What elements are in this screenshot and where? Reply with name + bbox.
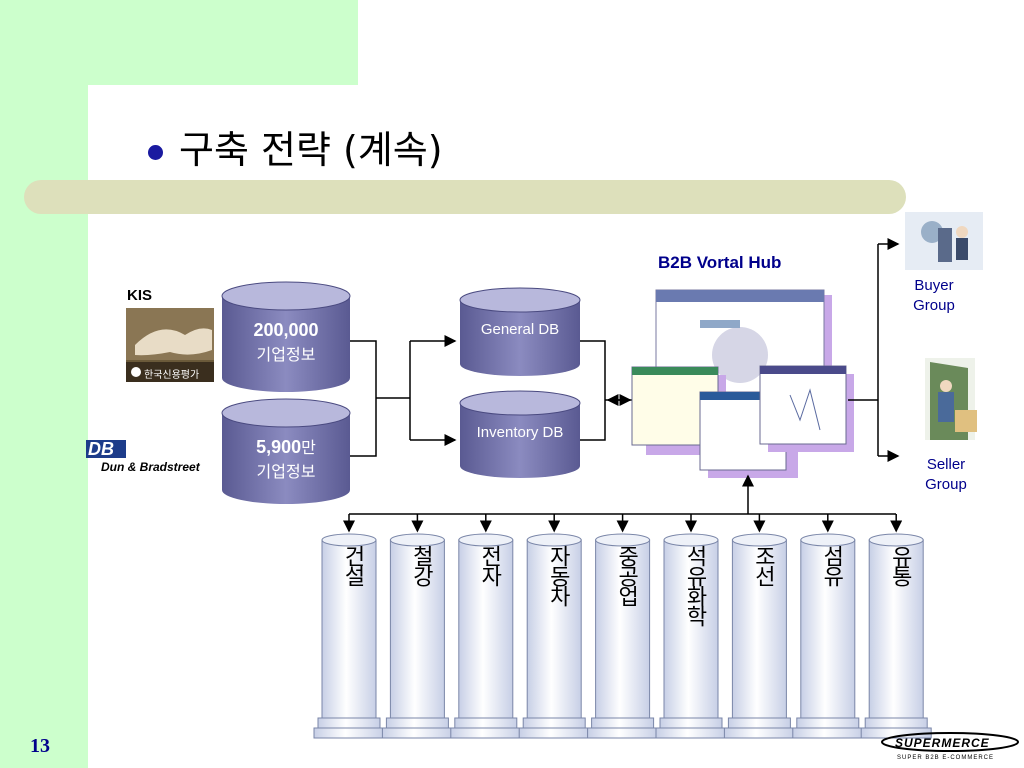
industry-column-plinth xyxy=(655,727,727,739)
dnb-label: Dun & Bradstreet xyxy=(101,460,200,474)
industry-column-shaft xyxy=(663,539,719,719)
industry-column xyxy=(450,533,522,739)
industry-label: 유통 xyxy=(887,545,913,585)
seller-group-icon xyxy=(925,358,977,440)
industry-label: 자동차 xyxy=(545,545,571,605)
industry-column-top xyxy=(800,533,856,547)
industry-column-top xyxy=(389,533,445,547)
dnb-cylinder-label: 5,900만 기업정보 xyxy=(222,434,350,482)
inventory-db-label: Inventory DB xyxy=(476,424,564,441)
group-connectors xyxy=(848,238,900,462)
dnb-unit: 만 xyxy=(301,438,316,457)
industry-column-plinth xyxy=(587,727,659,739)
industry-column-plinth xyxy=(723,727,795,739)
industry-column-base xyxy=(317,717,381,729)
industry-column-plinth xyxy=(381,727,453,739)
supermerce-tagline: SUPER B2B E-COMMERCE xyxy=(897,755,995,761)
industry-column-base xyxy=(591,717,655,729)
buyer-group-icon xyxy=(905,212,983,270)
hub-title: B2B Vortal Hub xyxy=(658,253,782,272)
general-db-label: General DB xyxy=(480,321,560,338)
industry-column-top xyxy=(526,533,582,547)
industry-column-shaft xyxy=(389,539,445,719)
industry-column-base xyxy=(727,717,791,729)
industry-column-top xyxy=(458,533,514,547)
industry-column-shaft xyxy=(526,539,582,719)
hub-to-industries xyxy=(349,474,896,515)
industry-column xyxy=(313,533,385,739)
hub-screenshots xyxy=(631,289,854,478)
industry-label: 전자 xyxy=(476,545,502,585)
dnb-desc: 기업정보 xyxy=(256,462,316,481)
industry-column-top xyxy=(663,533,719,547)
industry-column-top xyxy=(731,533,787,547)
green-sidebar xyxy=(0,0,88,768)
industry-column-base xyxy=(864,717,928,729)
industry-column-plinth xyxy=(450,727,522,739)
industry-column-plinth xyxy=(518,727,590,739)
industry-column-base xyxy=(385,717,449,729)
kis-logo xyxy=(126,308,214,382)
dnb-cylinder xyxy=(221,398,351,504)
slide-title-text: 구축 전략 (계속) xyxy=(179,128,443,172)
industry-label: 섬유 xyxy=(818,545,844,585)
industry-arrows xyxy=(343,514,903,533)
kis-cylinder-label: 200,000 기업정보 xyxy=(222,320,350,365)
industry-column xyxy=(655,533,727,739)
industry-column xyxy=(518,533,590,739)
buyer-group-label: Buyer Group xyxy=(913,277,955,314)
industry-label: 건설 xyxy=(340,545,365,585)
kis-cylinder xyxy=(221,281,351,392)
inventory-db-cylinder xyxy=(459,390,581,478)
dnb-count-line: 5,900만 xyxy=(222,434,350,458)
supermerce-logo xyxy=(881,732,1019,752)
industry-column-base xyxy=(796,717,860,729)
source-connectors xyxy=(350,335,457,457)
industry-column-shaft xyxy=(595,539,651,719)
industry-column-top xyxy=(868,533,924,547)
industry-column-shaft xyxy=(868,539,924,719)
dnb-count: 5,900 xyxy=(256,437,302,457)
kis-desc: 기업정보 xyxy=(256,345,316,364)
industry-column-shaft xyxy=(731,539,787,719)
bullet-icon xyxy=(148,145,163,160)
industry-column xyxy=(792,533,864,739)
industry-label: 조선 xyxy=(750,545,776,585)
industry-column-base xyxy=(454,717,518,729)
industry-column xyxy=(860,533,932,739)
industry-column-top xyxy=(595,533,651,547)
slide-title: 구축 전략 (계속) xyxy=(148,122,443,178)
industry-column xyxy=(723,533,795,739)
industry-column-top xyxy=(321,533,377,547)
industry-column-plinth xyxy=(313,727,385,739)
industry-columns xyxy=(313,533,932,739)
kis-count: 200,000 xyxy=(253,320,319,340)
title-underline-band xyxy=(24,180,906,214)
db-connectors xyxy=(580,340,632,441)
green-top-bar xyxy=(0,0,358,85)
seller-group-label: Seller Group xyxy=(925,456,967,493)
industry-label: 중공업 xyxy=(613,545,639,605)
industry-label: 철강 xyxy=(408,545,434,585)
industry-column-shaft xyxy=(321,539,377,719)
db-logo: DB xyxy=(86,439,126,459)
industry-column-base xyxy=(522,717,586,729)
industry-column xyxy=(381,533,453,739)
general-db-cylinder xyxy=(459,287,581,376)
page-number: 13 xyxy=(30,735,50,757)
svg-text:DB: DB xyxy=(88,439,114,459)
supermerce-brand: SUPERMERCE xyxy=(895,736,990,750)
industry-column xyxy=(587,533,659,739)
industry-label: 석유화학 xyxy=(682,545,707,625)
kis-label: KIS xyxy=(127,287,153,304)
industry-column-base xyxy=(659,717,723,729)
kis-logo-text: 한국신용평가 xyxy=(144,370,200,381)
industry-column-plinth xyxy=(792,727,864,739)
